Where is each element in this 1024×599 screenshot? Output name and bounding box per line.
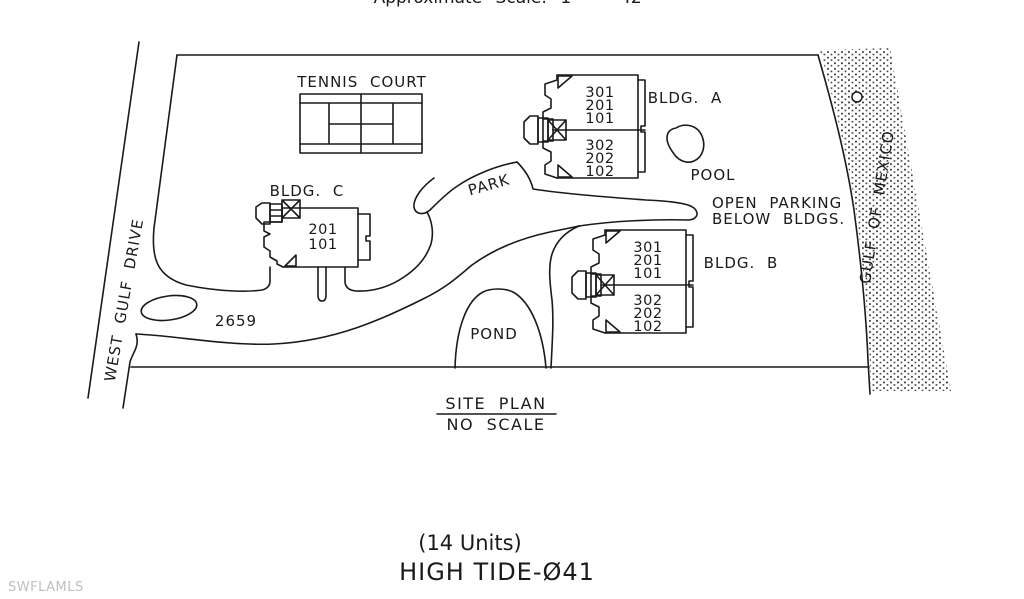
unit-number: 102 xyxy=(633,319,662,335)
driveway-edge-below-bldg-c xyxy=(344,211,434,292)
driveway-edge-west-of-bldg-b xyxy=(548,225,580,369)
street-address-label: 2659 xyxy=(215,312,257,330)
building-c-corner-chamfer xyxy=(284,254,297,267)
park-label: PARK xyxy=(466,170,512,199)
site-plan-title: SITE PLAN xyxy=(445,394,546,413)
unit-number: 102 xyxy=(585,164,614,180)
building-c-label: BLDG. C xyxy=(270,182,345,200)
unit-number: 101 xyxy=(308,237,337,253)
unit-number: 301 xyxy=(633,240,662,256)
unit-number: 202 xyxy=(585,151,614,167)
tennis-court-label: TENNIS COURT xyxy=(296,73,427,91)
building-c-stair-symbol xyxy=(269,203,283,223)
building-c-balcony-edge xyxy=(357,213,371,261)
entrance-island xyxy=(140,294,198,322)
road-east-edge-lower xyxy=(122,333,138,409)
road-east-edge-upper xyxy=(152,54,271,292)
pool-label: POOL xyxy=(690,166,735,184)
driveway-lane-between-buildings xyxy=(516,161,698,227)
park-peninsula-outline xyxy=(413,161,518,215)
building-b-label: BLDG. B xyxy=(704,254,779,272)
building-c-elevator-lobby-outline xyxy=(255,202,271,225)
pool-outline xyxy=(666,124,705,163)
beach-sand-stipple xyxy=(820,48,951,391)
building-c-main-rect xyxy=(282,207,359,268)
tennis-court-inner-lines xyxy=(299,93,423,154)
tennis-court-outline xyxy=(299,93,423,154)
pond-label: POND xyxy=(470,325,518,343)
street-name-label: WEST GULF DRIVE xyxy=(101,217,147,383)
unit-number: 202 xyxy=(633,306,662,322)
unit-number: 302 xyxy=(585,138,614,154)
building-c-elevator-x-symbol xyxy=(281,199,301,219)
unit-number: 302 xyxy=(633,293,662,309)
tennis-court xyxy=(299,93,423,154)
mls-watermark: SWFLAMLS xyxy=(8,580,84,595)
clipped-scale-caption: Approximate Scale: 1" = 42' xyxy=(374,0,647,8)
shoreline xyxy=(817,54,871,395)
road-west-edge xyxy=(87,41,140,399)
unit-number: 201 xyxy=(585,98,614,114)
no-scale-note: NO SCALE xyxy=(447,415,546,434)
building-a-label: BLDG. A xyxy=(648,89,723,107)
unit-number: 301 xyxy=(585,85,614,101)
building-c-footprint xyxy=(255,199,371,268)
pond-outline xyxy=(454,288,547,369)
open-parking-note-line1: OPEN PARKING xyxy=(712,194,842,212)
project-name-label: HIGH TIDE-Ø41 xyxy=(399,558,595,586)
driveway-south-edge xyxy=(135,225,580,346)
building-c-unit-numbers: 201 101 xyxy=(308,222,337,253)
unit-number: 201 xyxy=(308,222,337,238)
building-b-unit-numbers: 301 201 101 302 202 102 xyxy=(633,240,662,335)
building-a-unit-numbers: 301 201 101 302 202 102 xyxy=(585,85,614,180)
unit-number: 201 xyxy=(633,253,662,269)
open-parking-note-line2: BELOW BLDGS. xyxy=(712,210,845,228)
units-count-label: (14 Units) xyxy=(418,531,521,555)
beach-rock xyxy=(851,91,863,103)
walkway-slot-below-bldg-c xyxy=(317,266,327,302)
unit-number: 101 xyxy=(585,111,614,127)
unit-number: 101 xyxy=(633,266,662,282)
